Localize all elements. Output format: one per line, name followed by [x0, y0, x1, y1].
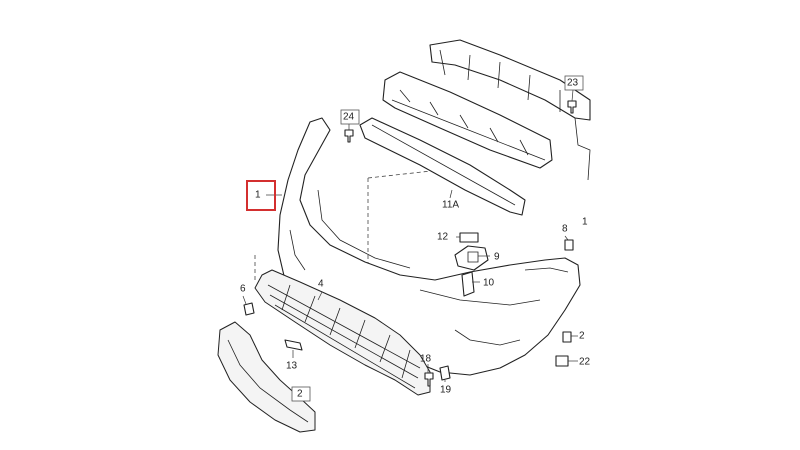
impact-bar-part[interactable] — [382, 71, 553, 169]
lower-spoiler-part[interactable] — [217, 321, 316, 433]
upper-strip-part[interactable] — [359, 117, 526, 216]
callout-label-22: 22 — [579, 357, 591, 368]
callout-label-23: 23 — [567, 78, 579, 89]
leader-line — [564, 235, 569, 241]
callout-8[interactable]: 8 — [562, 224, 568, 235]
callout-19[interactable]: 19 — [440, 385, 452, 396]
leader-line — [449, 189, 453, 199]
clip-part-13[interactable] — [284, 339, 303, 351]
callout-1[interactable]: 1 — [255, 190, 261, 201]
bumper-carrier-part[interactable] — [429, 39, 591, 181]
callout-box-2 — [291, 386, 311, 402]
callout-label-24: 24 — [343, 112, 355, 123]
lower-grille-part[interactable] — [254, 269, 431, 396]
callout-label-10: 10 — [483, 278, 495, 289]
screw-part-18[interactable] — [424, 372, 434, 387]
highlight-box — [246, 180, 276, 211]
callout-label-1-right: 1 — [582, 217, 588, 228]
clip-part-8[interactable] — [564, 239, 574, 251]
callout-label-12: 12 — [437, 232, 449, 243]
leader-line — [317, 291, 323, 301]
callout-22[interactable]: 22 — [579, 357, 591, 368]
clip-part-6[interactable] — [243, 302, 255, 316]
callout-9[interactable]: 9 — [494, 252, 500, 263]
clip-part-2r[interactable] — [562, 331, 572, 343]
callout-2-right[interactable]: 2 — [579, 331, 585, 342]
callout-12[interactable]: 12 — [437, 232, 449, 243]
callout-6[interactable]: 6 — [240, 284, 246, 295]
clip-part-22[interactable] — [555, 355, 569, 367]
callout-label-1: 1 — [255, 190, 261, 201]
callout-10[interactable]: 10 — [483, 278, 495, 289]
callout-label-11a: 11A — [442, 200, 459, 211]
callout-label-19: 19 — [440, 385, 452, 396]
callout-box-24 — [340, 109, 360, 125]
assembly-guide-line — [367, 169, 441, 179]
callout-23[interactable]: 23 — [564, 75, 584, 91]
callout-1-right[interactable]: 1 — [582, 217, 588, 228]
callout-13[interactable]: 13 — [286, 361, 298, 372]
leader-line — [571, 89, 574, 102]
leader-line — [242, 295, 247, 305]
bracket-part-12[interactable] — [459, 232, 479, 243]
callout-box-23 — [564, 75, 584, 91]
clip-part-19[interactable] — [439, 365, 451, 381]
callout-label-8: 8 — [562, 224, 568, 235]
callout-11a[interactable]: 11A — [442, 200, 459, 211]
callout-24[interactable]: 24 — [340, 109, 360, 125]
screw-part-23[interactable] — [567, 100, 577, 114]
callout-label-9: 9 — [494, 252, 500, 263]
callout-label-2: 2 — [297, 389, 303, 400]
screw-part-24[interactable] — [344, 129, 354, 143]
callout-2[interactable]: 2 — [291, 386, 311, 402]
bracket-part-10[interactable] — [461, 271, 475, 297]
callout-label-18: 18 — [420, 354, 432, 365]
callout-label-4: 4 — [318, 279, 324, 290]
callout-label-6: 6 — [240, 284, 246, 295]
callout-18[interactable]: 18 — [420, 354, 432, 365]
callout-4[interactable]: 4 — [318, 279, 324, 290]
mount-part-9[interactable] — [454, 245, 489, 271]
callout-label-13: 13 — [286, 361, 298, 372]
callout-label-2-right: 2 — [579, 331, 585, 342]
